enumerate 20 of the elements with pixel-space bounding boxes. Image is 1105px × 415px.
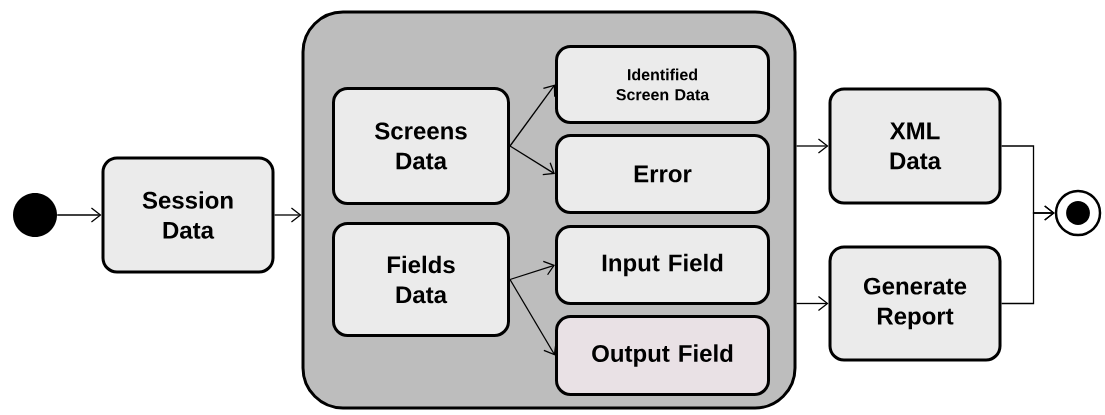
arrow (56, 207, 102, 223)
start-node (13, 193, 57, 237)
process-box: Identified Screen Data (555, 45, 770, 124)
process-box: Output Field (555, 315, 770, 396)
process-box: Generate Report (828, 245, 1002, 362)
end-node (1054, 189, 1102, 237)
process-box: Fields Data (332, 222, 510, 337)
process-box: XML Data (828, 87, 1002, 205)
process-box: Input Field (555, 225, 770, 305)
arrow (509, 84, 556, 147)
process-box: Error (555, 134, 770, 214)
process-box: Screens Data (332, 87, 510, 205)
arrow (795, 138, 829, 154)
arrow (509, 145, 555, 176)
arrow (273, 207, 302, 223)
arrow (509, 278, 557, 356)
arrow (1000, 205, 1055, 305)
process-box: Session Data (101, 156, 275, 274)
arrow (509, 260, 555, 281)
arrow (795, 295, 829, 312)
